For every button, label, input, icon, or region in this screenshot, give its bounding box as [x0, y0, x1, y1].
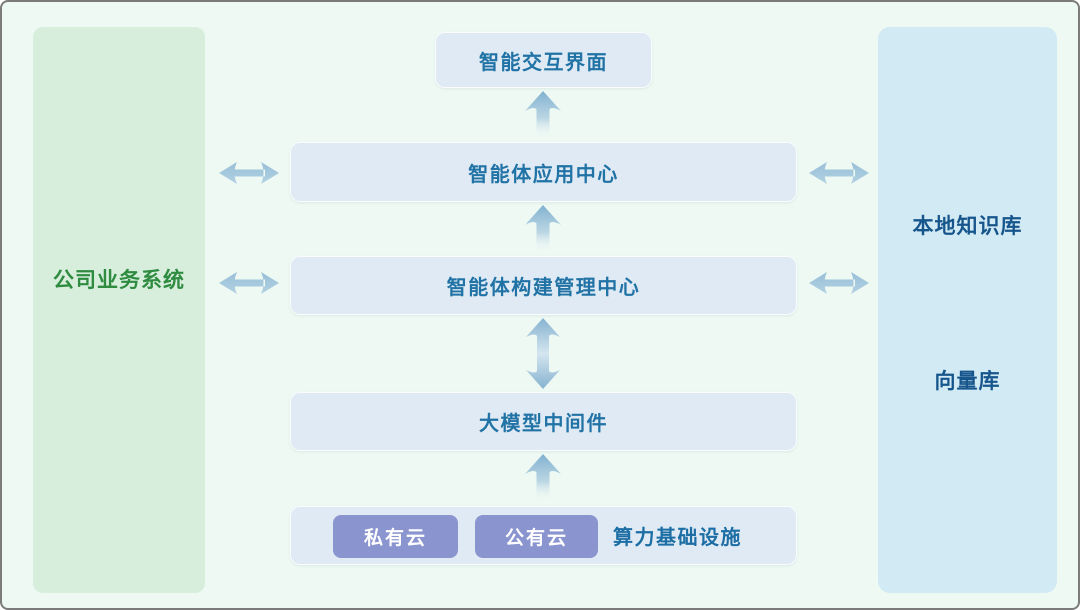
local-knowledge-base-label: 本地知识库 — [912, 215, 1023, 238]
node-label: 大模型中间件 — [479, 413, 608, 435]
up-arrow-icon — [525, 91, 561, 140]
public-cloud-badge: 公有云 — [475, 515, 598, 558]
node-agent-application-center: 智能体应用中心 — [290, 142, 797, 202]
knowledge-panel: 本地知识库 向量库 — [878, 27, 1057, 593]
double-horizontal-arrow-icon — [809, 162, 869, 184]
node-intelligent-interaction-ui: 智能交互界面 — [435, 32, 652, 88]
node-agent-build-management-center: 智能体构建管理中心 — [290, 256, 797, 315]
double-horizontal-arrow-icon — [219, 162, 279, 184]
node-label: 智能体应用中心 — [468, 163, 619, 186]
node-compute-infrastructure: 私有云 公有云 算力基础设施 — [290, 506, 797, 565]
node-llm-middleware: 大模型中间件 — [290, 392, 797, 451]
private-cloud-badge: 私有云 — [333, 515, 458, 558]
double-horizontal-arrow-icon — [809, 272, 869, 294]
double-vertical-arrow-icon — [526, 318, 560, 389]
company-business-system-panel: 公司业务系统 — [33, 27, 205, 593]
public-cloud-label: 公有云 — [504, 528, 568, 549]
up-arrow-icon — [525, 454, 561, 503]
compute-infrastructure-label: 算力基础设施 — [613, 527, 742, 549]
company-business-system-label: 公司业务系统 — [53, 269, 185, 292]
private-cloud-label: 私有云 — [363, 528, 427, 549]
node-label: 智能交互界面 — [479, 51, 608, 74]
vector-db-label: 向量库 — [934, 370, 1001, 393]
up-arrow-icon — [525, 205, 561, 254]
double-horizontal-arrow-icon — [219, 272, 279, 294]
node-label: 智能体构建管理中心 — [446, 277, 641, 299]
